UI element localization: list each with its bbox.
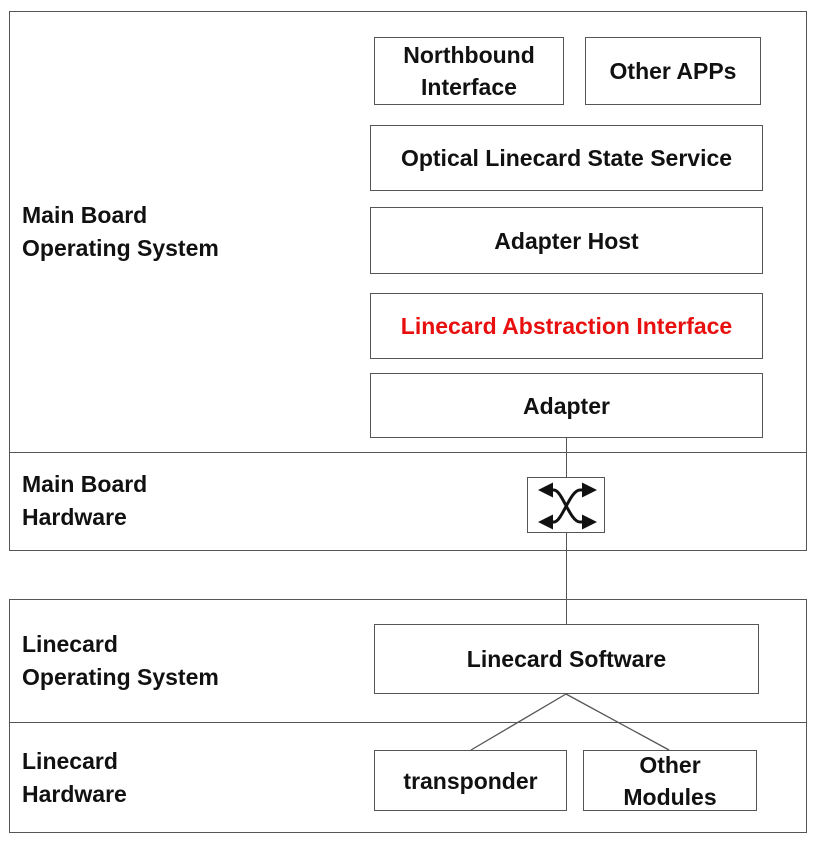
northbound-interface-box: Northbound Interface [374, 37, 564, 105]
adapter-to-switch-line [566, 438, 568, 477]
other-apps-box: Other APPs [585, 37, 761, 105]
linecard-abstraction-interface-box: Linecard Abstraction Interface [370, 293, 763, 359]
software-to-other-modules-line [565, 693, 670, 751]
transponder-box: transponder [374, 750, 567, 811]
main-board-divider [9, 452, 807, 453]
switch-to-linecard-line [566, 533, 568, 624]
adapter-host-box: Adapter Host [370, 207, 763, 274]
main-board-os-label: Main Board Operating System [22, 202, 219, 261]
linecard-software-box: Linecard Software [374, 624, 759, 694]
main-board-hardware-label: Main Board Hardware [22, 471, 148, 530]
switch-icon [527, 477, 605, 533]
linecard-os-label: Linecard Operating System [22, 631, 219, 690]
linecard-hardware-label: Linecard Hardware [22, 748, 127, 807]
adapter-box: Adapter [370, 373, 763, 438]
optical-linecard-state-service-box: Optical Linecard State Service [370, 125, 763, 191]
linecard-divider [9, 722, 807, 723]
other-modules-box: Other Modules [583, 750, 757, 811]
software-to-transponder-line [470, 693, 567, 751]
